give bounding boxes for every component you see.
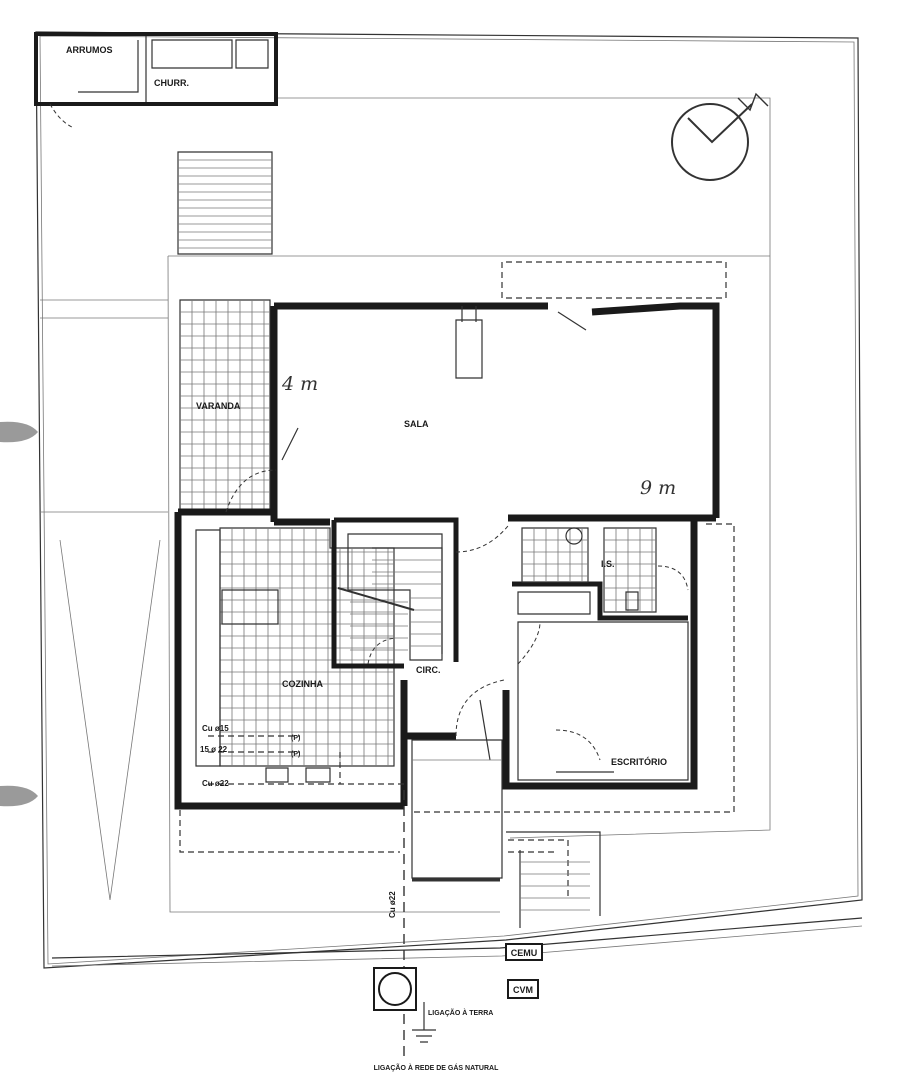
binder-tab-lower <box>0 785 38 807</box>
garden-lines <box>40 97 771 913</box>
utility-label-gas: LIGAÇÃO À REDE DE GÁS NATURAL <box>374 1063 499 1072</box>
pipe-label-vertical: Cu ø22 <box>388 891 397 918</box>
interior-stairs <box>331 517 459 669</box>
pipe-label-cu15: Cu ø15 <box>202 724 229 733</box>
circ-door-swing <box>455 525 509 553</box>
earth-ground-icon <box>412 1002 436 1043</box>
cvm-box <box>507 979 539 999</box>
pipe-label-15-22: 15 ø 22 <box>200 745 228 754</box>
room-label-churr: CHURR. <box>154 78 189 88</box>
room-label-sala: SALA <box>404 419 429 429</box>
room-label-arrumos: ARRUMOS <box>66 45 113 55</box>
gas-pipes <box>208 735 405 1060</box>
chimney <box>455 306 483 379</box>
north-arrow-icon <box>671 92 769 181</box>
room-label-varanda: VARANDA <box>196 401 241 411</box>
binder-tab-upper <box>0 421 38 443</box>
bathroom-is <box>512 527 689 621</box>
room-label-circ: CIRC. <box>416 665 441 675</box>
escritorio <box>517 621 689 781</box>
gas-meter-icon <box>373 967 417 1011</box>
cemu-box <box>505 943 543 961</box>
house-walls <box>174 302 720 810</box>
annex-arrumos-churr <box>34 32 278 129</box>
utility-label-cvm: CVM <box>513 985 533 995</box>
room-label-is: I.S. <box>601 559 615 569</box>
meter-label-p1: (P) <box>291 735 300 742</box>
meter-label-p2: (P) <box>291 751 300 758</box>
varanda-door-swing <box>225 469 277 513</box>
annotation-sala-depth: 4 m <box>281 373 318 395</box>
utility-label-cemu: CEMU <box>511 948 538 958</box>
sala-door-leaf <box>557 311 587 331</box>
plot-boundary <box>35 31 863 969</box>
circ-door-swing-2 <box>455 679 505 737</box>
roof-overhang <box>501 261 727 299</box>
bottom-yard <box>179 739 601 928</box>
room-label-escritorio: ESCRITÓRIO <box>611 756 667 767</box>
exterior-stairs <box>177 151 273 255</box>
utility-label-earth: LIGAÇÃO À TERRA <box>428 1008 493 1017</box>
room-label-cozinha: COZINHA <box>282 679 323 689</box>
varanda-door-leaf <box>281 427 299 461</box>
dashed-outline-right <box>412 523 735 813</box>
annotation-sala-width: 9 m <box>640 477 676 499</box>
pipe-label-cu22: Cu ø22 <box>202 779 229 788</box>
circ-door-leaf <box>479 699 491 761</box>
